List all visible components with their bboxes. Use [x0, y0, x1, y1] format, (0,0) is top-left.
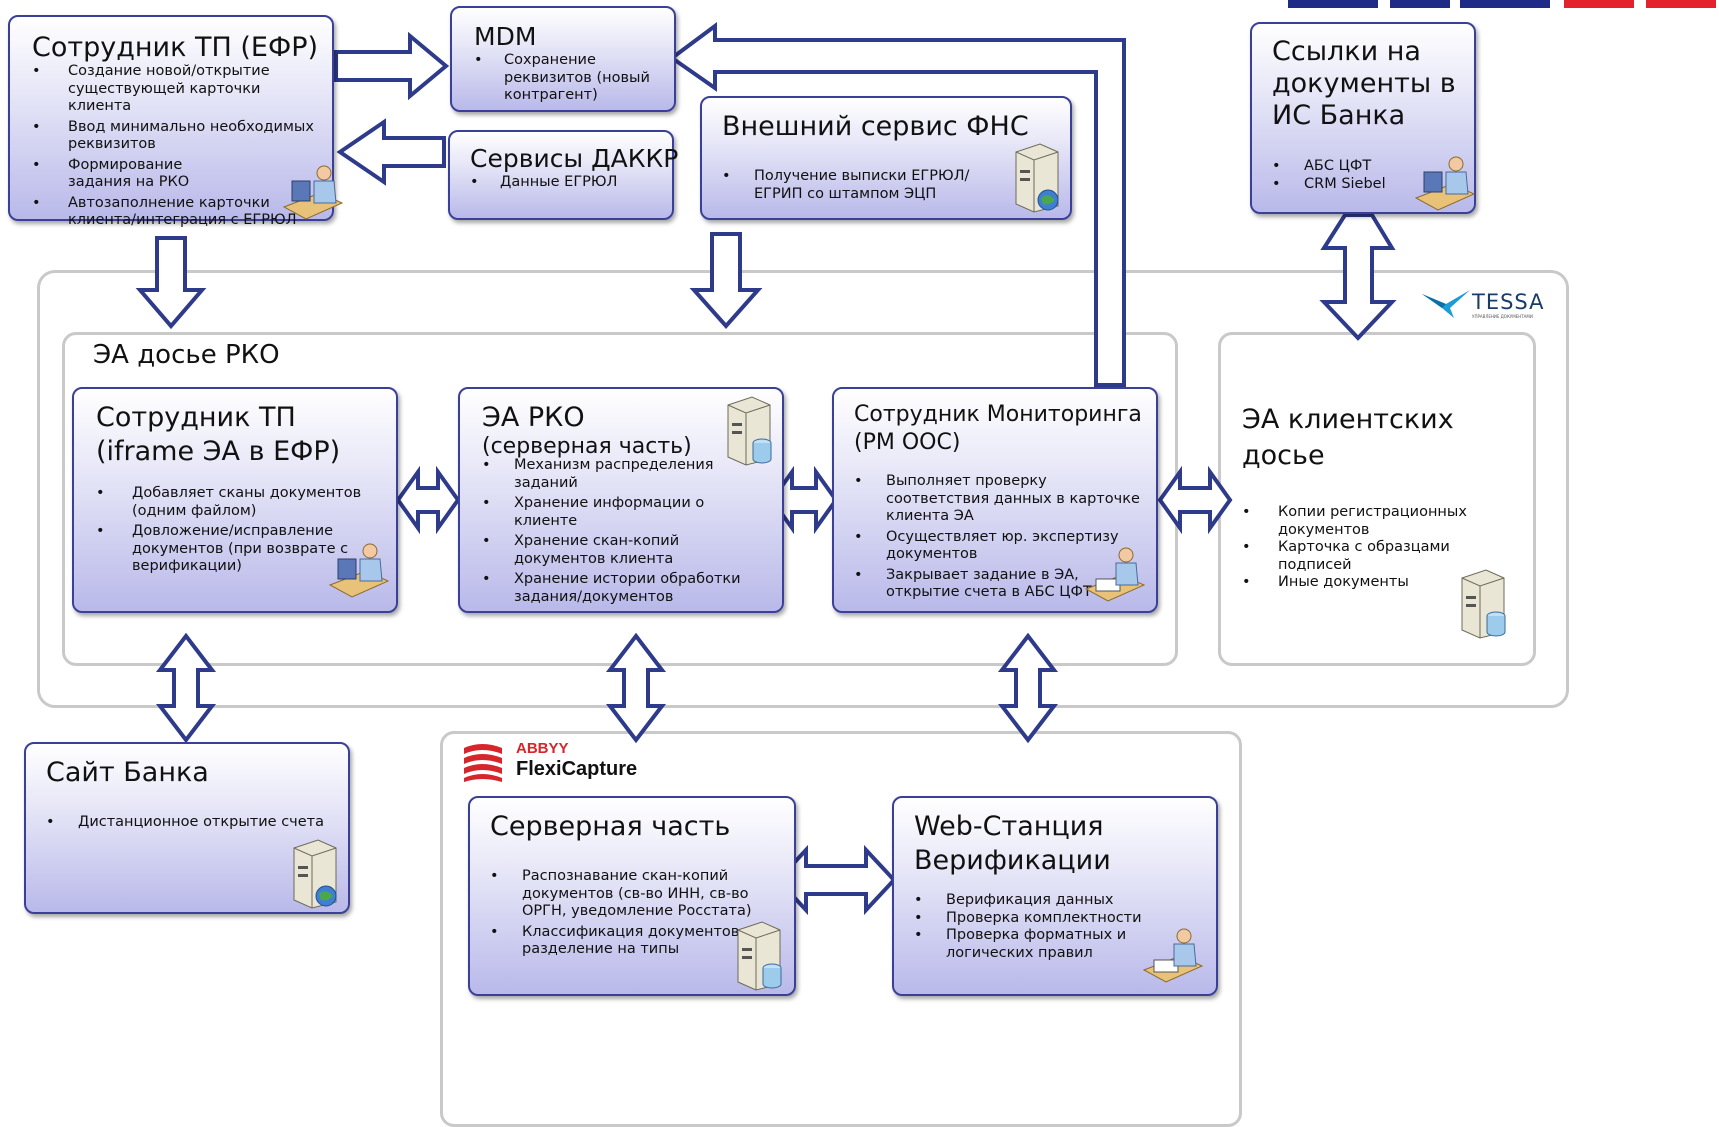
node-items: Дистанционное открытие счета — [46, 814, 336, 835]
node-fns: Внешний сервис ФНС Получение выписки ЕГР… — [700, 96, 1072, 220]
tessa-logo-text: TESSA — [1472, 290, 1545, 314]
node-items: АБС ЦФТ CRM Siebel — [1272, 158, 1462, 196]
arrow-efr-to-mdm — [334, 31, 450, 101]
node-mdm: MDM Сохранение реквизитов (новый контраг… — [450, 6, 676, 112]
list-item: Проверка форматных и логических правил — [914, 927, 1154, 962]
node-server-part: Серверная часть Распознавание скан-копий… — [468, 796, 796, 996]
list-item: Дистанционное открытие счета — [46, 814, 336, 832]
list-item: Сохранение реквизитов (новый контрагент) — [474, 52, 670, 105]
node-items: Механизм распределения заданий Хранение … — [482, 457, 772, 609]
list-item: АБС ЦФТ — [1272, 158, 1462, 176]
node-items: Добавляет сканы документов (одним файлом… — [96, 485, 386, 579]
node-doc-links: Ссылки на документы в ИС Банка АБС ЦФТ C… — [1250, 22, 1476, 214]
list-item: Механизм распределения заданий — [482, 457, 772, 492]
list-item: Хранение скан-копий документов клиента — [482, 533, 772, 568]
tessa-logo: TESSA УПРАВЛЕНИЕ ДОКУМЕНТАМИ — [1420, 288, 1556, 324]
list-item: Хранение истории обработки задания/докум… — [482, 571, 772, 606]
node-title: Сервисы ДАККР — [470, 144, 679, 173]
database-server-icon — [737, 921, 782, 991]
list-item: Автозаполнение карточки клиента/интеграц… — [32, 195, 322, 230]
abbyy-flexicapture-logo: ABBYY FlexiCapture — [460, 740, 660, 788]
node-title: MDM — [474, 22, 537, 51]
node-subtitle: (серверная часть) — [482, 434, 692, 459]
list-item: Хранение информации о клиенте — [482, 495, 772, 530]
list-item: Получение выписки ЕГРЮЛ/ЕГРИП со штампом… — [722, 168, 1012, 203]
list-item: Копии регистрационных документов — [1242, 504, 1472, 539]
vtb24-logo-shape — [1288, 0, 1716, 8]
workstation-user-icon — [282, 165, 344, 220]
arrow-earko-abbyy — [605, 632, 667, 744]
list-item: Закрывает задание в ЭА, открытие счета в… — [854, 567, 1144, 602]
node-dakkr: Сервисы ДАККР Данные ЕГРЮЛ — [448, 130, 678, 220]
workstation-user-icon — [1414, 156, 1476, 211]
list-item: Данные ЕГРЮЛ — [470, 174, 666, 192]
node-items: Верификация данных Проверка комплектност… — [914, 892, 1154, 965]
list-item: Верификация данных — [914, 892, 1154, 910]
list-item: Иные документы — [1242, 574, 1472, 592]
arrow-doclinks-dossier — [1319, 213, 1397, 341]
arrow-monitoring-to-mdm — [668, 22, 1126, 387]
node-client-dossier: ЭА клиентских досье Копии регистрационны… — [1222, 336, 1526, 656]
arrow-iframe-banksite — [155, 632, 217, 744]
node-title: Web-Станция Верификации — [914, 811, 1111, 876]
node-employee-tp-iframe: Сотрудник ТП (iframe ЭА в ЕФР) Добавляет… — [72, 387, 398, 613]
workstation-user-icon — [1142, 928, 1204, 983]
node-web-station: Web-Станция Верификации Верификация данн… — [892, 796, 1218, 996]
node-items: Распознавание скан-копий документов (св-… — [490, 868, 770, 962]
tessa-logo-subtext: УПРАВЛЕНИЕ ДОКУМЕНТАМИ — [1472, 314, 1533, 319]
node-title: Ссылки на документы в ИС Банка — [1272, 36, 1456, 131]
node-title: ЭА РКО — [482, 402, 585, 433]
list-item: CRM Siebel — [1272, 176, 1462, 194]
list-item: Осуществляет юр. экспертизу документов — [854, 529, 1144, 564]
node-employee-efr: Сотрудник ТП (ЕФР) Создание новой/открыт… — [8, 15, 344, 228]
node-title: Сотрудник ТП (ЕФР) — [32, 32, 319, 63]
node-bank-site: Сайт Банка Дистанционное открытие счета — [24, 742, 350, 914]
node-items: Сохранение реквизитов (новый контрагент) — [474, 52, 670, 108]
web-server-icon — [293, 839, 337, 909]
abbyy-text: ABBYY — [516, 740, 569, 757]
list-item: Карточка с образцами подписей — [1242, 539, 1472, 574]
workstation-user-icon — [328, 543, 390, 598]
node-title: Сотрудник Мониторинга (РМ ООС) — [854, 402, 1142, 455]
vtb24-logo — [1280, 0, 1719, 8]
arrow-monitoring-abbyy — [997, 632, 1059, 744]
arrow-iframe-earko — [395, 465, 461, 535]
arrow-dakkr-to-efr — [336, 118, 446, 186]
list-item: Распознавание скан-копий документов (св-… — [490, 868, 770, 921]
ea-dossier-rko-label: ЭА досье РКО — [93, 340, 280, 370]
list-item: Классификация документов, разделение на … — [490, 924, 770, 959]
node-title: Сотрудник ТП (iframe ЭА в ЕФР) — [96, 402, 341, 467]
arrow-efr-down — [135, 236, 207, 330]
database-server-icon — [727, 396, 772, 466]
list-item: Проверка комплектности — [914, 910, 1154, 928]
node-title: Внешний сервис ФНС — [722, 111, 1029, 142]
database-server-icon — [1461, 569, 1506, 639]
node-items: Создание новой/открытие существующей кар… — [32, 63, 322, 233]
node-title: ЭА клиентских досье — [1242, 404, 1454, 471]
list-item: Довложение/исправление документов (при в… — [96, 523, 386, 576]
node-ea-rko: ЭА РКО (серверная часть) Механизм распре… — [458, 387, 784, 613]
list-item: Создание новой/открытие существующей кар… — [32, 63, 322, 116]
abbyy-waves-icon — [464, 744, 502, 782]
tessa-bird-icon — [1422, 290, 1470, 318]
node-items: Получение выписки ЕГРЮЛ/ЕГРИП со штампом… — [722, 168, 1012, 206]
arrow-monitoring-dossier — [1157, 465, 1233, 535]
list-item: Формирование задания на РКО — [32, 157, 248, 192]
node-items: Данные ЕГРЮЛ — [470, 174, 666, 195]
node-title: Серверная часть — [490, 811, 731, 842]
flexicapture-text: FlexiCapture — [516, 758, 638, 780]
list-item: Добавляет сканы документов (одним файлом… — [96, 485, 386, 520]
list-item: Ввод минимально необходимых реквизитов — [32, 119, 322, 154]
node-title: Сайт Банка — [46, 757, 209, 788]
node-items: Выполняет проверку соответствия данных в… — [854, 473, 1144, 605]
node-items: Копии регистрационных документов Карточк… — [1242, 504, 1472, 595]
workstation-user-icon — [1084, 547, 1146, 602]
node-monitoring: Сотрудник Мониторинга (РМ ООС) Выполняет… — [832, 387, 1158, 613]
web-server-icon — [1015, 143, 1059, 213]
list-item: Выполняет проверку соответствия данных в… — [854, 473, 1144, 526]
arrow-fns-down — [689, 232, 763, 330]
